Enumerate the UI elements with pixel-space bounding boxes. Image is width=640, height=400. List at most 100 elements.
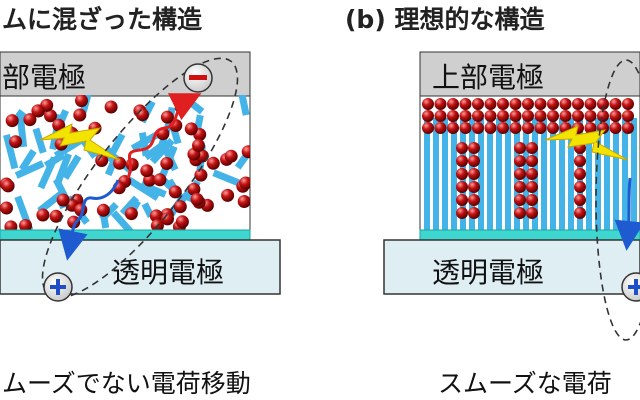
acceptor-ball (484, 122, 497, 134)
acceptor-ball (4, 220, 18, 230)
acceptor-ball (239, 176, 250, 190)
acceptor-ball (472, 110, 484, 122)
acceptor-ball (459, 110, 472, 122)
acceptor-ball (547, 110, 559, 122)
acceptor-ball (0, 201, 13, 215)
donor-stick (119, 195, 140, 216)
acceptor-ball (456, 142, 468, 154)
acceptor-ball (584, 122, 597, 134)
acceptor-ball (422, 110, 434, 122)
acceptor-ball (534, 122, 547, 134)
acceptor-ball (447, 110, 459, 122)
acceptor-ball (31, 104, 45, 118)
acceptor-ball (526, 207, 538, 219)
acceptor-ball (526, 181, 538, 193)
acceptor-ball (597, 98, 609, 110)
donor-stick (37, 188, 68, 214)
donor-column (433, 118, 439, 230)
acceptor-ball (434, 98, 447, 110)
right-panel-caption: スムーズな電荷 (438, 369, 612, 398)
left-panel-caption: ムーズでない電荷移動 (2, 369, 251, 398)
donor-column (478, 118, 484, 230)
acceptor-ball (221, 188, 235, 202)
acceptor-ball (526, 168, 538, 180)
acceptor-ball (514, 194, 526, 206)
left-top-electrode-label: 部電極 (2, 61, 87, 94)
acceptor-ball (150, 219, 164, 230)
donor-stick (14, 160, 45, 179)
donor-column (568, 118, 574, 230)
acceptor-ball (190, 192, 204, 206)
acceptor-ball (44, 109, 57, 123)
donor-stick (110, 210, 134, 230)
acceptor-ball (456, 181, 468, 193)
acceptor-ball (95, 154, 109, 167)
acceptor-ball (584, 98, 597, 110)
donor-stick (16, 114, 28, 148)
acceptor-ball (160, 157, 174, 170)
acceptor-ball (514, 155, 526, 167)
acceptor-ball (522, 110, 534, 122)
donor-stick (149, 138, 175, 165)
acceptor-ball (434, 110, 447, 122)
donor-column (586, 118, 592, 230)
acceptor-ball (509, 110, 522, 122)
donor-column (622, 118, 628, 230)
acceptor-ball (1, 179, 15, 193)
acceptor-ball (547, 98, 559, 110)
acceptor-ball (497, 122, 509, 134)
acceptor-ball (192, 139, 205, 152)
right-top-electrode (419, 51, 640, 97)
acceptor-ball (104, 100, 118, 114)
donor-stick (3, 134, 19, 170)
acceptor-ball (609, 98, 622, 110)
acceptor-ball (36, 208, 50, 222)
donor-stick (62, 154, 82, 180)
left-lightning-icon (39, 123, 121, 161)
acceptor-ball (224, 149, 238, 163)
acceptor-ball (574, 155, 586, 167)
acceptor-ball (422, 122, 434, 134)
acceptor-ball (526, 155, 538, 167)
donor-column (442, 118, 448, 230)
acceptor-ball (574, 207, 586, 219)
acceptor-ball (161, 212, 174, 226)
right-bottom-electrode-label: 透明電極 (432, 256, 545, 289)
donor-stick (43, 151, 66, 169)
acceptor-ball (559, 98, 572, 110)
left-electron-path (126, 93, 202, 179)
acceptor-ball (468, 155, 480, 167)
acceptor-ball (447, 122, 459, 134)
right-lightning-icon (544, 125, 629, 161)
acceptor-ball (622, 110, 634, 122)
right-plus-charge-icon (621, 272, 640, 302)
acceptor-ball (622, 98, 634, 110)
acceptor-ball (56, 193, 70, 207)
acceptor-ball (459, 122, 472, 134)
acceptor-ball (534, 98, 547, 110)
donor-column (424, 118, 430, 230)
acceptor-ball (140, 164, 154, 178)
acceptor-ball (547, 122, 559, 134)
acceptor-ball (609, 122, 622, 134)
donor-column (541, 118, 547, 230)
acceptor-ball (468, 207, 480, 219)
acceptor-ball (175, 215, 189, 229)
donor-stick (99, 213, 110, 229)
acceptor-ball (459, 98, 472, 110)
donor-column (550, 118, 556, 230)
left-bottom-electrode-label: 透明電極 (112, 256, 225, 289)
acceptor-ball (75, 95, 88, 108)
acceptor-ball (136, 108, 149, 122)
acceptor-ball (597, 110, 609, 122)
acceptor-ball (113, 156, 127, 170)
acceptor-ball (484, 98, 497, 110)
acceptor-ball (237, 195, 250, 208)
left-panel-title: ムに混ざった構造 (2, 5, 203, 34)
acceptor-ball (559, 110, 572, 122)
acceptor-ball (5, 114, 19, 128)
left-hole-path (58, 179, 120, 261)
acceptor-ball (468, 181, 480, 193)
donor-column (487, 118, 493, 230)
acceptor-ball (514, 168, 526, 180)
